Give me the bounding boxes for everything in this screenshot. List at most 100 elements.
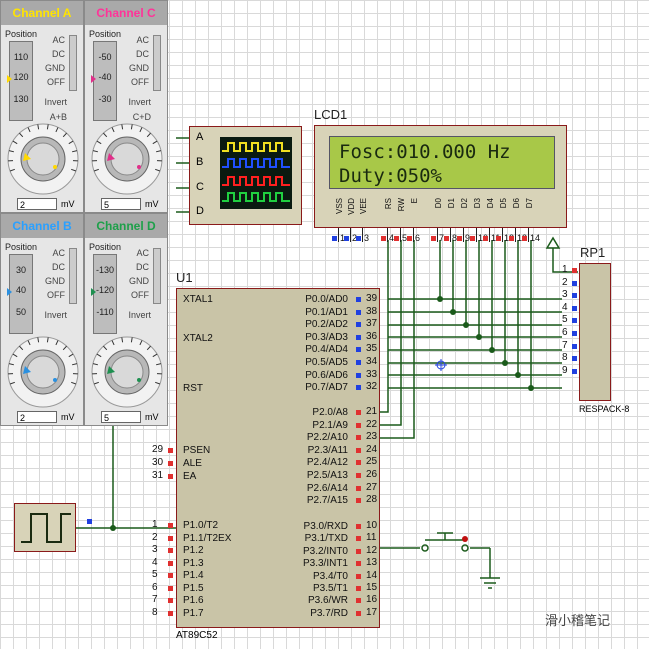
coupling-gnd[interactable]: GND	[129, 276, 149, 286]
lcd-pin-label: VEE	[359, 198, 368, 215]
lcd-pin-lead	[362, 228, 363, 242]
coupling-gnd[interactable]: GND	[45, 276, 65, 286]
invert-toggle[interactable]: Invert	[128, 310, 151, 320]
oscilloscope[interactable]: A B C D	[189, 126, 302, 225]
slider-tick-label: 120	[13, 72, 29, 82]
coupling-ac[interactable]: AC	[52, 35, 65, 45]
mcu-pin-name: P0.1/AD1	[305, 306, 348, 318]
rp-pin-dot	[572, 331, 577, 336]
slider-tick-label: 130	[13, 94, 29, 104]
slider-tick-label: -40	[98, 72, 112, 82]
invert-toggle[interactable]: Invert	[128, 97, 151, 107]
mcu-pin-number: 37	[366, 318, 378, 330]
coupling-dc[interactable]: DC	[52, 262, 65, 272]
mcu-pin-name: XTAL1	[183, 294, 213, 305]
coupling-off[interactable]: OFF	[131, 77, 149, 87]
coupling-dc[interactable]: DC	[136, 49, 149, 59]
combine-toggle[interactable]: C+D	[132, 112, 151, 122]
coupling-dc[interactable]: DC	[136, 262, 149, 272]
mcu-pin-name: P1.5	[183, 582, 204, 594]
coupling-off[interactable]: OFF	[47, 290, 65, 300]
volts-div-knob[interactable]	[87, 332, 167, 417]
lcd-pin-dot	[431, 236, 436, 241]
lcd-pin-dot	[407, 236, 412, 241]
mcu-pin-name: P2.5/A13	[306, 470, 348, 481]
coupling-off[interactable]: OFF	[131, 290, 149, 300]
combine-toggle[interactable]: A+B	[49, 112, 67, 122]
position-label: Position	[89, 29, 122, 39]
coupling-switch[interactable]	[153, 248, 161, 304]
mcu-pin-name: P0.0/AD0	[305, 294, 348, 305]
mcu-pin-name: RST	[183, 383, 203, 394]
mcu-pin-dot	[356, 422, 361, 428]
lcd-pin-label: D3	[473, 198, 482, 209]
mcu-pin-number: 38	[366, 305, 378, 317]
coupling-gnd[interactable]: GND	[45, 63, 65, 73]
lcd-pin-label: E	[410, 198, 419, 204]
signal-generator[interactable]	[14, 503, 76, 552]
lcd-pin-dot	[496, 236, 501, 241]
resistor-pack[interactable]	[579, 263, 611, 401]
sig-pin	[87, 519, 92, 524]
position-slider[interactable]: -50-40-30	[91, 41, 117, 121]
volts-div-knob[interactable]	[3, 332, 83, 417]
invert-toggle[interactable]: Invert	[44, 310, 67, 320]
channel-title: Channel A	[1, 1, 83, 25]
lcd-pin-number: 14	[530, 233, 541, 243]
mcu-pin-number: 23	[366, 431, 378, 443]
volts-div-knob[interactable]	[3, 119, 83, 204]
lcd-pin-lead	[450, 228, 451, 242]
coupling-ac[interactable]: AC	[52, 248, 65, 258]
coupling-switch[interactable]	[69, 248, 77, 304]
mcu-pin-name: P1.2	[183, 545, 204, 556]
mcu-pin-number: 33	[366, 368, 378, 380]
coupling-switch[interactable]	[153, 35, 161, 91]
rp-pin-dot	[572, 268, 577, 273]
slider-marker[interactable]	[7, 288, 12, 296]
position-slider[interactable]: -130-120-110	[91, 254, 117, 334]
lcd-pin-number: 1	[340, 233, 346, 243]
coupling-dc[interactable]: DC	[52, 49, 65, 59]
volts-div-value[interactable]: 5	[101, 198, 141, 210]
volts-div-value[interactable]: 2	[17, 198, 57, 210]
mcu-pin-name: P0.2/AD2	[305, 319, 348, 331]
volts-div-value[interactable]: 5	[101, 411, 141, 423]
mcu-pin-dot	[168, 560, 173, 566]
osc-input-a-label: A	[196, 131, 204, 143]
rp-pin-number: 3	[562, 289, 568, 301]
mcu-pin-name: ALE	[183, 458, 202, 469]
mcu-pin-dot	[168, 461, 173, 466]
coupling-switch[interactable]	[69, 35, 77, 91]
mcu-pin-dot	[356, 573, 361, 579]
volts-div-knob[interactable]	[87, 119, 167, 204]
slider-marker[interactable]	[7, 75, 12, 83]
coupling-ac[interactable]: AC	[136, 248, 149, 258]
lcd-pin-label: RW	[397, 198, 406, 212]
volts-div-value[interactable]: 2	[17, 411, 57, 423]
mcu-pin-number: 10	[366, 520, 378, 531]
lcd-pin-label: D2	[460, 198, 469, 209]
lcd-pin-lead	[463, 228, 464, 242]
mcu-pin-name: P3.7/RD	[310, 607, 348, 619]
mcu-pin-dot	[168, 448, 173, 453]
lcd-pin-label: VDD	[347, 198, 356, 215]
slider-marker[interactable]	[91, 288, 96, 296]
slider-tick-label: 50	[15, 307, 26, 317]
invert-toggle[interactable]: Invert	[44, 97, 67, 107]
coupling-ac[interactable]: AC	[136, 35, 149, 45]
coupling-gnd[interactable]: GND	[129, 63, 149, 73]
mcu-chip[interactable]	[176, 288, 380, 628]
mcu-pin-dot	[356, 410, 361, 415]
mcu-pin-number: 7	[152, 594, 158, 605]
channel-title: Channel D	[85, 214, 167, 238]
slider-marker[interactable]	[91, 75, 96, 83]
mcu-pin-name: P0.3/AD3	[305, 331, 348, 343]
coupling-off[interactable]: OFF	[47, 77, 65, 87]
lcd-pin-number: 9	[465, 233, 471, 243]
mcu-pin-name: P1.1/T2EX	[183, 532, 232, 544]
